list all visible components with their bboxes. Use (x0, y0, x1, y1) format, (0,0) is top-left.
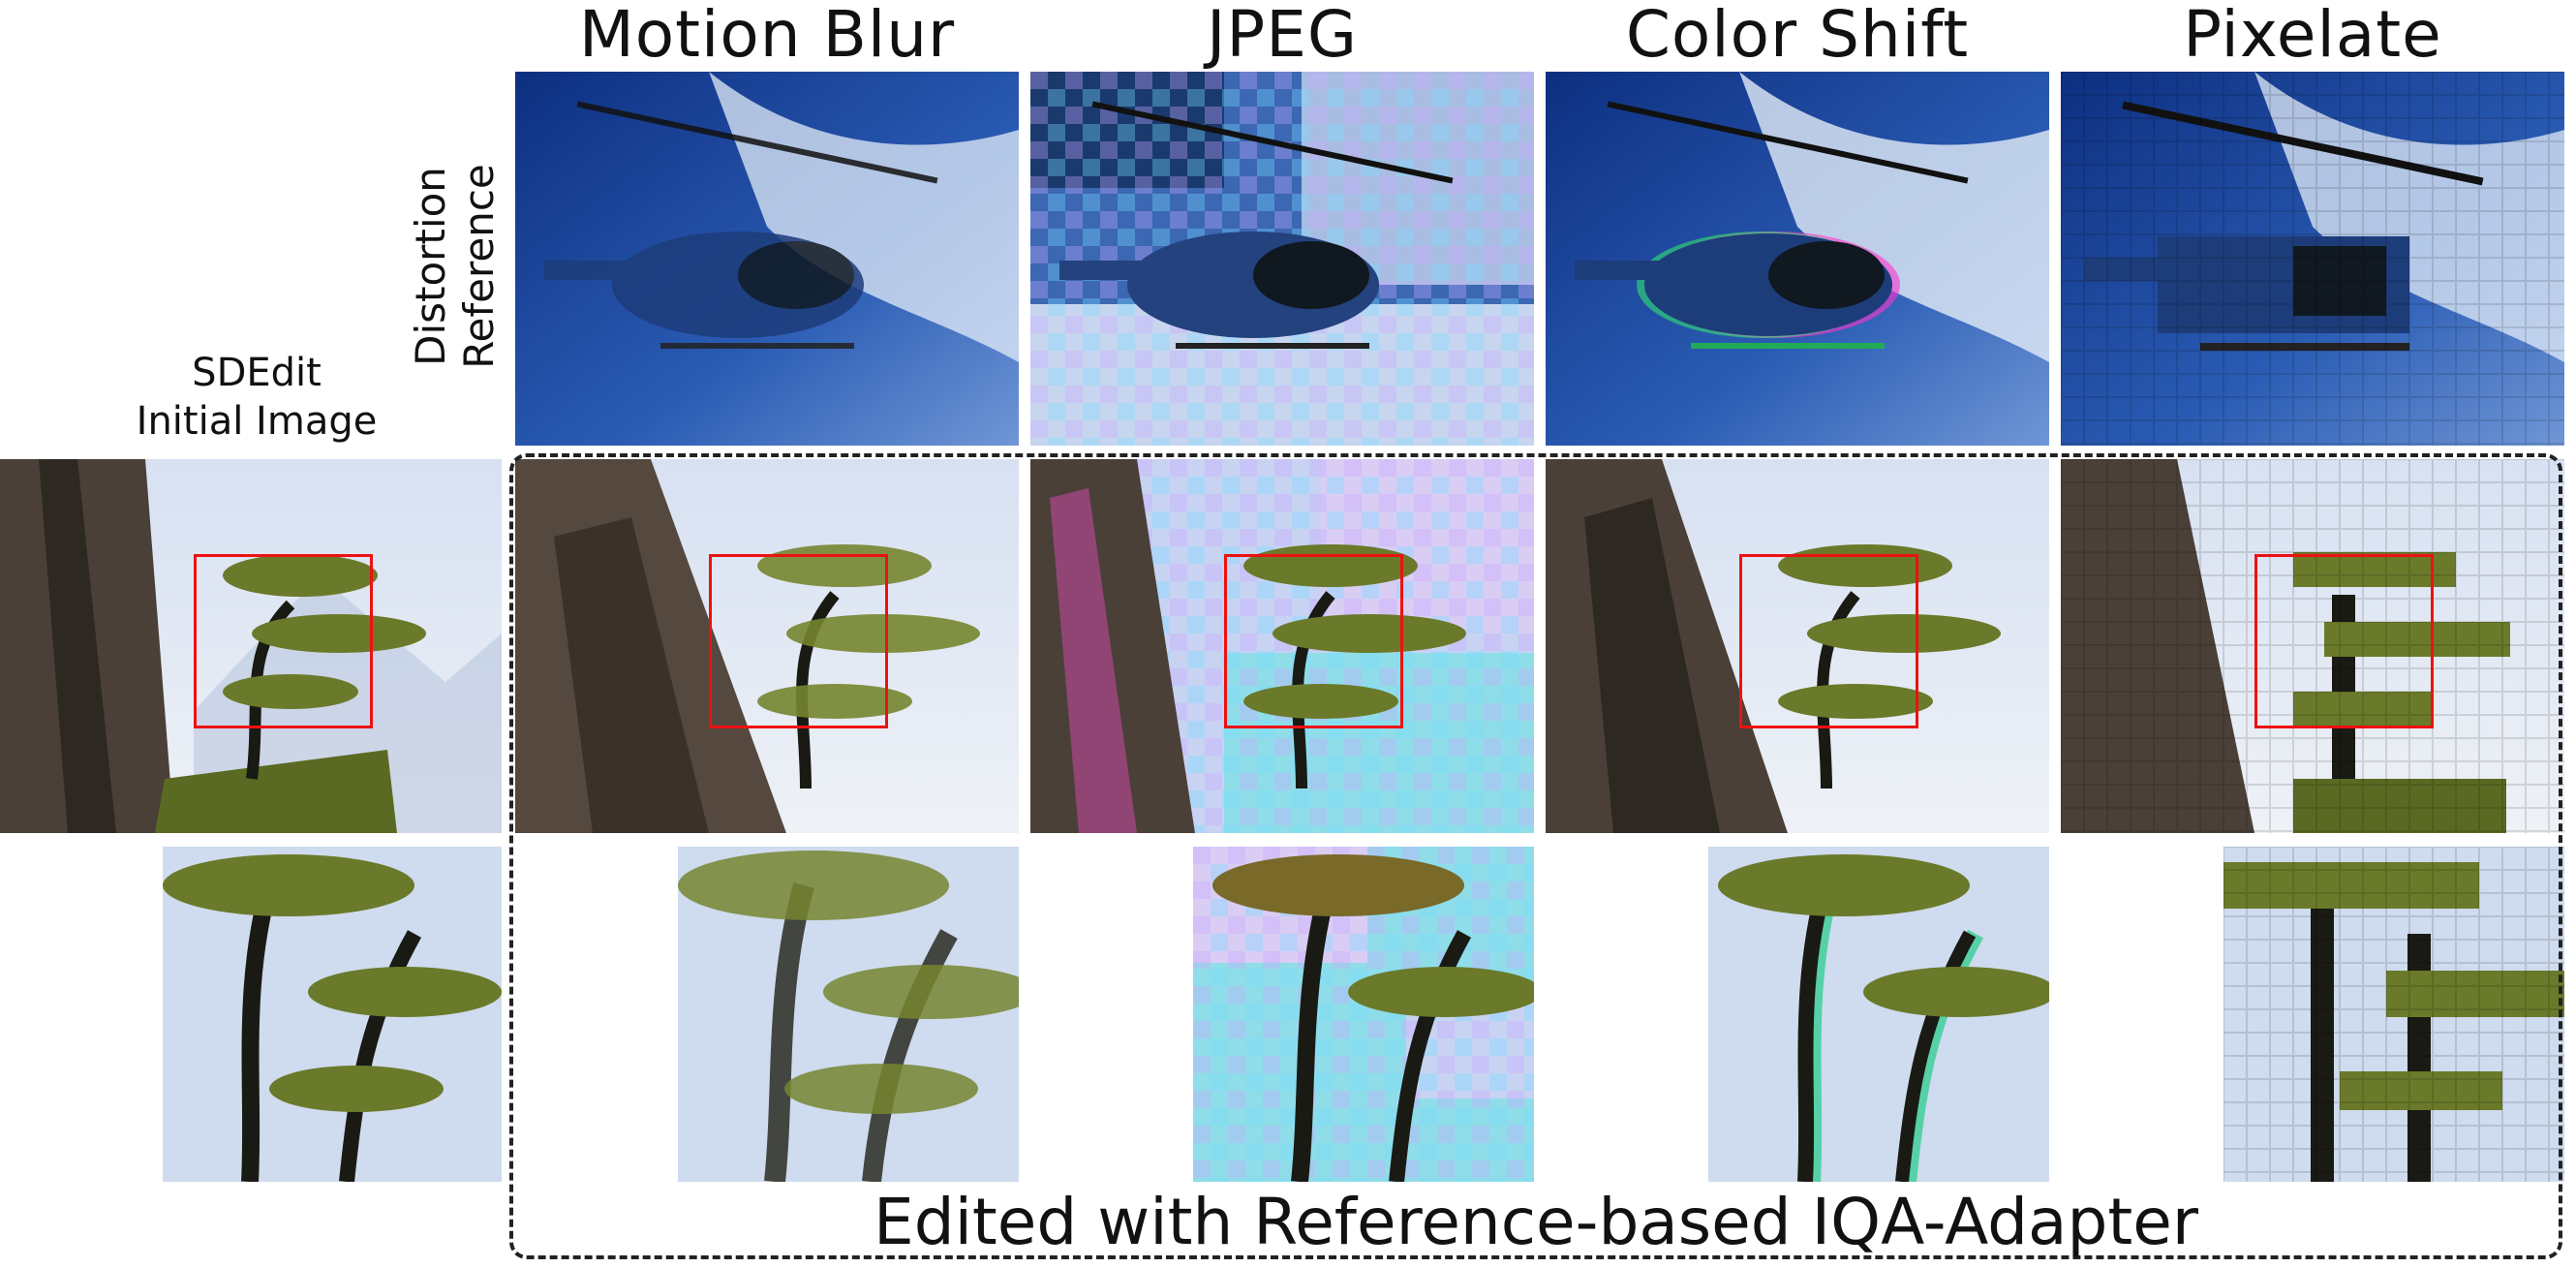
crop-motion-blur (678, 847, 1019, 1182)
distortion-reference-label: Distortion Reference (407, 77, 504, 455)
crop-highlight-box (1224, 554, 1403, 728)
pine-tree-image (515, 459, 1019, 833)
crop-pixelate (2223, 847, 2564, 1182)
helicopter-image (2061, 72, 2564, 446)
pine-crop-image (163, 847, 502, 1182)
crop-highlight-box (1739, 554, 1918, 728)
reference-color-shift (1546, 72, 2049, 446)
edited-motion-blur (515, 459, 1019, 833)
pine-crop-image (678, 847, 1019, 1182)
sdedit-initial-image (0, 459, 502, 833)
helicopter-image (1030, 72, 1534, 446)
column-title-pixelate: Pixelate (2183, 0, 2442, 72)
distortion-label-line2: Reference (455, 164, 503, 369)
crop-highlight-box (194, 554, 373, 728)
reference-pixelate (2061, 72, 2564, 446)
sdedit-initial-label: SDEdit Initial Image (97, 349, 416, 446)
column-title-color-shift: Color Shift (1625, 0, 1970, 72)
edited-pixelate (2061, 459, 2564, 833)
column-title-jpeg: JPEG (1206, 0, 1359, 72)
edited-jpeg (1030, 459, 1534, 833)
pine-tree-image (0, 459, 502, 833)
reference-motion-blur (515, 72, 1019, 446)
crop-color-shift (1708, 847, 2049, 1182)
edited-color-shift (1546, 459, 2049, 833)
column-title-motion-blur: Motion Blur (578, 0, 956, 72)
pine-tree-image (1546, 459, 2049, 833)
pine-tree-image (1030, 459, 1534, 833)
sdedit-label-line2: Initial Image (136, 399, 378, 444)
helicopter-image (515, 72, 1019, 446)
crop-highlight-box (2254, 554, 2434, 728)
sdedit-label-line1: SDEdit (192, 351, 322, 395)
pine-crop-image (1708, 847, 2049, 1182)
helicopter-image (1546, 72, 2049, 446)
reference-jpeg (1030, 72, 1534, 446)
crop-initial (163, 847, 502, 1182)
crop-highlight-box (709, 554, 888, 728)
pine-crop-image (1193, 847, 1534, 1182)
footer-caption: Edited with Reference-based IQA-Adapter (874, 1185, 2198, 1259)
edited-results-frame (509, 453, 2562, 1259)
pine-crop-image (2223, 847, 2564, 1182)
crop-jpeg (1193, 847, 1534, 1182)
pine-tree-image (2061, 459, 2564, 833)
distortion-label-line1: Distortion (407, 167, 454, 366)
